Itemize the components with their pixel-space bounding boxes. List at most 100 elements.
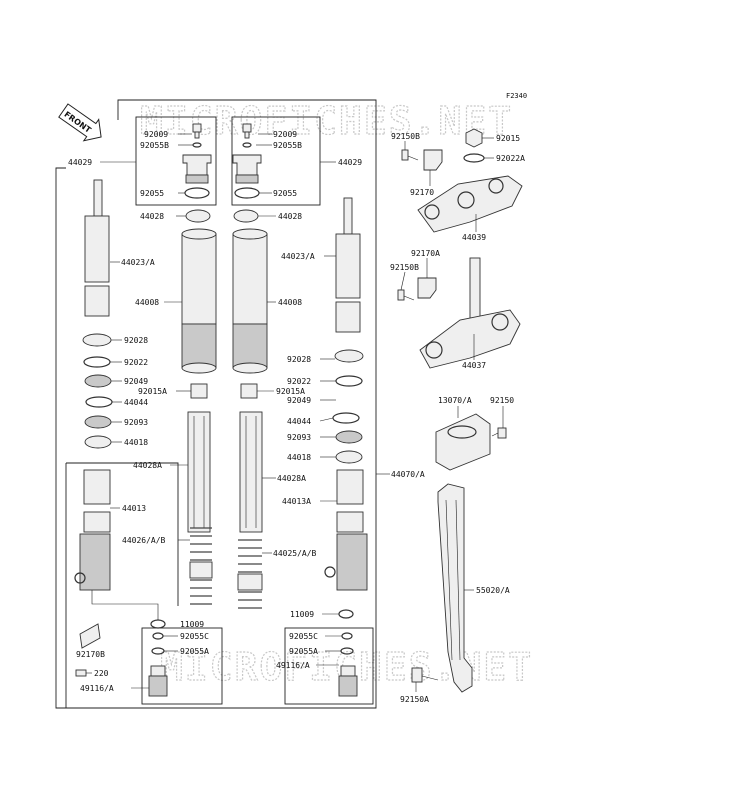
label-92028-right: 92028	[287, 355, 311, 364]
label-44070: 44070/A	[391, 470, 425, 479]
label-44044-right: 44044	[287, 417, 311, 426]
label-92055c-left: 92055C	[180, 632, 209, 641]
label-44018-left: 44018	[124, 438, 148, 447]
bushing-44028-right	[233, 209, 259, 223]
seal-92049-left	[84, 374, 112, 388]
label-92015a-right: 92015A	[276, 387, 305, 396]
cap-box-left	[135, 116, 217, 206]
label-92049-right: 92049	[287, 396, 311, 405]
label-92055-left: 92055	[140, 189, 164, 198]
label-13070: 13070/A	[438, 396, 472, 405]
label-92150b-mid: 92150B	[390, 263, 419, 272]
washer-11009-left	[150, 619, 166, 629]
bolt-49116-right	[338, 632, 358, 697]
inner-tube-44008-right	[232, 228, 268, 374]
label-92049-left: 92049	[124, 377, 148, 386]
seal-92028-right	[334, 349, 364, 363]
bolt-92150a	[411, 667, 439, 683]
cartridge-44028a-right	[239, 411, 263, 533]
watermark-top: MICROFICHES.NET	[140, 99, 513, 143]
label-92022-left: 92022	[124, 358, 148, 367]
clamp-92170	[423, 149, 443, 171]
label-92015a-left: 92015A	[138, 387, 167, 396]
bushing-44018-right	[335, 450, 363, 464]
front-arrow-icon: FRONT	[58, 103, 102, 142]
label-11009-left: 11009	[180, 620, 204, 629]
label-220: 220	[94, 669, 109, 678]
label-44028a-left: 44028A	[133, 461, 162, 470]
clamp-13070	[435, 413, 491, 471]
label-92055-right: 92055	[273, 189, 297, 198]
nut-92015a-right	[240, 383, 258, 399]
label-92150a: 92150A	[400, 695, 429, 704]
clamp-92170a	[417, 277, 437, 299]
label-44028-right: 44028	[278, 212, 302, 221]
fork-guard-55020	[437, 483, 473, 693]
label-44023-left: 44023/A	[121, 258, 155, 267]
outer-tube-box	[66, 462, 179, 606]
upper-triple-clamp-44039	[417, 175, 523, 233]
label-92150: 92150	[490, 396, 514, 405]
bracket-92170b	[79, 623, 101, 649]
label-44029-right: 44029	[338, 158, 362, 167]
label-44039: 44039	[462, 233, 486, 242]
lower-triple-clamp-44037	[419, 257, 521, 369]
label-44037: 44037	[462, 361, 486, 370]
label-44044-left: 44044	[124, 398, 148, 407]
label-44013a: 44013A	[282, 497, 311, 506]
label-44008-right: 44008	[278, 298, 302, 307]
nut-92015a-left	[190, 383, 208, 399]
label-92170a: 92170A	[411, 249, 440, 258]
label-92015: 92015	[496, 134, 520, 143]
bolt-box-left	[141, 627, 223, 705]
inner-tube-44008-left	[181, 228, 217, 374]
label-92028-left: 92028	[124, 336, 148, 345]
label-92009-right: 92009	[273, 130, 297, 139]
clip-44044-right	[332, 412, 360, 424]
bolt-92150b-top	[401, 149, 419, 161]
cap-bolt-right	[232, 123, 262, 199]
spring-44025	[237, 539, 263, 609]
nut-92015	[465, 128, 483, 148]
label-44008-left: 44008	[135, 298, 159, 307]
leader-lines	[86, 133, 504, 692]
seal-92093-right	[335, 430, 363, 444]
label-55020: 55020/A	[476, 586, 510, 595]
label-92022a: 92022A	[496, 154, 525, 163]
label-44013: 44013	[122, 504, 146, 513]
bolt-box-right	[284, 627, 374, 705]
cartridge-44028a-left	[187, 411, 211, 533]
bushing-44028-left	[185, 209, 211, 223]
label-92055c-right: 92055C	[289, 632, 318, 641]
bolt-92150	[491, 427, 507, 439]
label-92055a-right: 92055A	[289, 647, 318, 656]
bolt-92150b-mid	[397, 289, 415, 301]
label-49116-left: 49116/A	[80, 684, 114, 693]
label-92093-left: 92093	[124, 418, 148, 427]
damper-rod-44023-right	[335, 197, 361, 333]
outer-tube-44013a	[324, 469, 368, 591]
clip-44044-left	[85, 396, 113, 408]
damper-rod-44023-left	[84, 179, 110, 317]
label-44018-right: 44018	[287, 453, 311, 462]
label-49116-right: 49116/A	[276, 661, 310, 670]
figure-ref: F2340	[506, 92, 527, 100]
main-frame	[55, 99, 377, 709]
washer-92022a	[463, 153, 485, 163]
outer-tube-44013	[74, 469, 111, 591]
washer-11009-right	[338, 609, 354, 619]
seal-92093-left	[84, 415, 112, 429]
seal-92028-left	[82, 333, 112, 347]
label-44028a-right: 44028A	[277, 474, 306, 483]
bolt-220	[75, 669, 87, 677]
label-44025: 44025/A/B	[273, 549, 317, 558]
label-92093-right: 92093	[287, 433, 311, 442]
label-44029-left: 44029	[68, 158, 92, 167]
washer-92022-right	[335, 375, 363, 387]
label-92055b-left: 92055B	[140, 141, 169, 150]
label-44023-right: 44023/A	[281, 252, 315, 261]
cap-box-right	[231, 116, 321, 206]
label-92170: 92170	[410, 188, 434, 197]
bushing-44018-left	[84, 435, 112, 449]
